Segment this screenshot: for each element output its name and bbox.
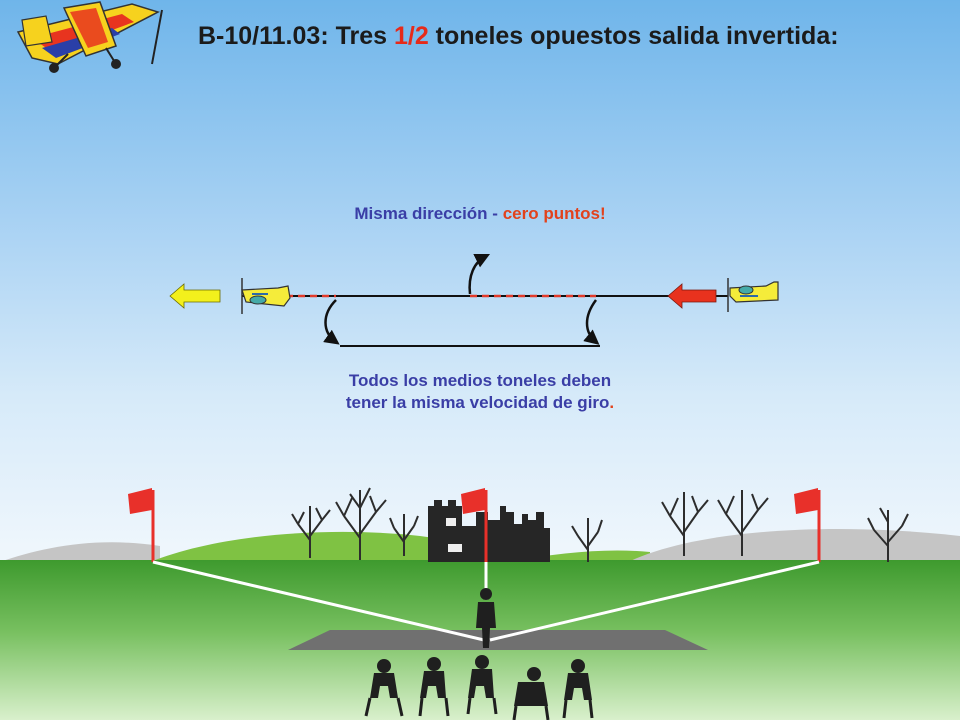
curved-roll-arrow-icon: [323, 299, 340, 345]
roll-rate-line-2: tener la misma velocidad de giro: [345, 393, 610, 412]
same-direction-text: Misma dirección -: [354, 204, 503, 223]
judging-flag-icon: [128, 488, 155, 562]
roll-rate-line-2-wrap: tener la misma velocidad de giro.: [250, 392, 710, 414]
castle-ruin-icon: [428, 500, 550, 562]
maneuver-paths: [169, 253, 779, 347]
aircraft-side-view-icon: [727, 278, 779, 312]
page-title: B-10/11.03: Tres 1/2 toneles opuestos sa…: [198, 22, 938, 51]
title-prefix: B-10/11.03: Tres: [198, 22, 394, 50]
title-suffix: toneles opuestos salida invertida:: [428, 22, 839, 50]
hill-left-green: [150, 531, 520, 562]
yellow-arrow-left-icon: [169, 283, 221, 309]
runway: [288, 630, 708, 650]
bare-tree-icon: [291, 487, 909, 562]
judging-flag-icon: [461, 488, 488, 562]
hill-left-gray: [0, 542, 160, 562]
zero-points-text: cero puntos!: [502, 204, 606, 223]
roll-rate-note: Todos los medios toneles deben tener la …: [250, 370, 710, 414]
title-fraction: 1/2: [393, 22, 429, 50]
pilot-silhouette-icon: [476, 588, 496, 648]
roll-rate-period: .: [609, 393, 615, 412]
same-direction-note: Misma dirección - cero puntos!: [250, 204, 710, 224]
curved-roll-arrow-icon: [468, 253, 491, 295]
judging-flag-icon: [794, 488, 821, 562]
red-arrow-left-icon: [667, 283, 717, 309]
curved-roll-arrow-icon: [583, 299, 600, 345]
aerobatic-plane-icon: [16, 1, 163, 73]
roll-rate-line-1: Todos los medios toneles deben: [348, 371, 612, 390]
seated-judge-icon: [364, 655, 594, 720]
hill-right-gray: [628, 528, 960, 562]
aircraft-side-view-icon: [241, 278, 291, 314]
ground-scenery: [0, 487, 960, 720]
